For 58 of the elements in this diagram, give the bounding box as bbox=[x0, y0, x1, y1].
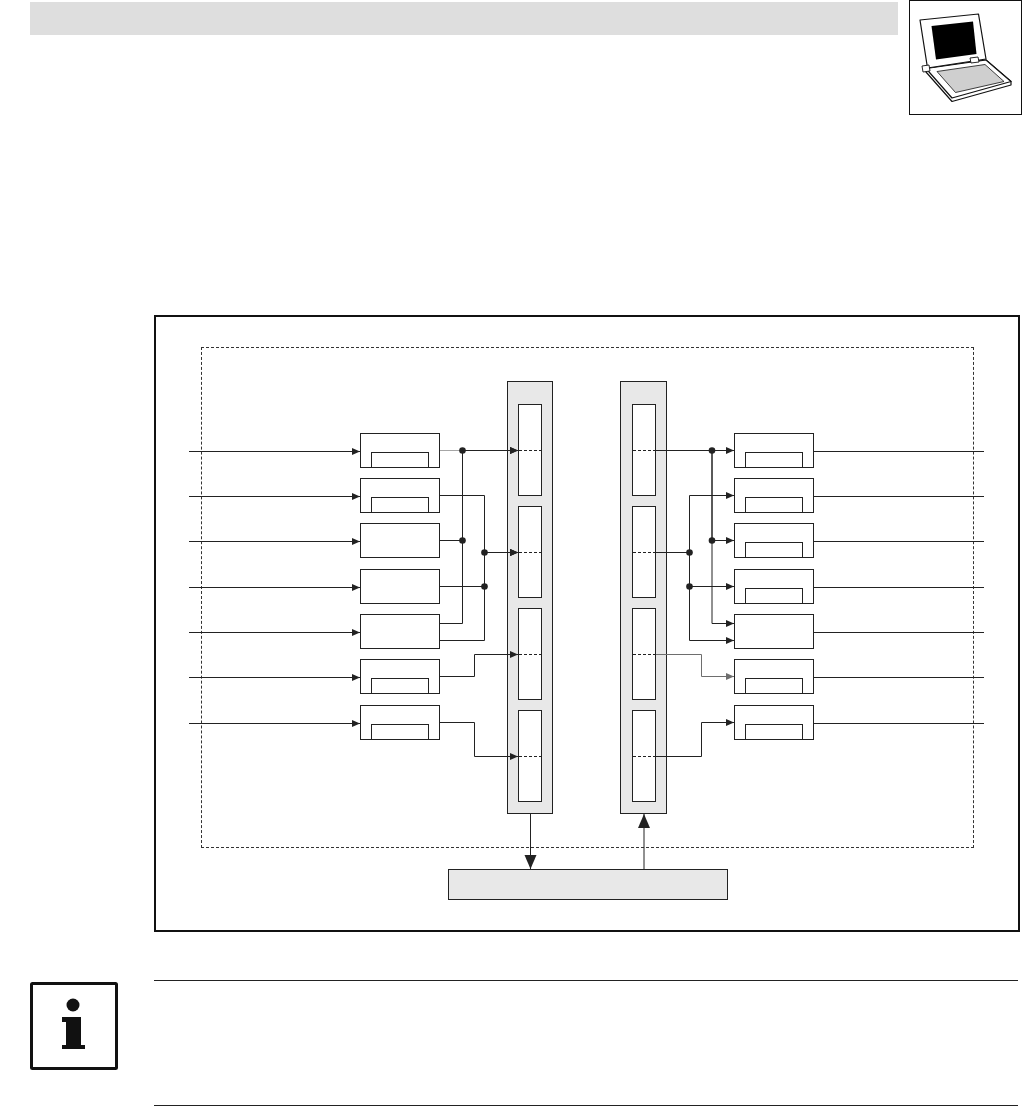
inner-block bbox=[745, 452, 803, 468]
function-block bbox=[360, 614, 440, 649]
arrow bbox=[188, 629, 361, 636]
arrow bbox=[439, 549, 519, 641]
vertical-bar bbox=[507, 381, 553, 814]
arrow bbox=[655, 719, 735, 757]
function-block bbox=[360, 433, 440, 468]
bar-slot bbox=[632, 506, 656, 598]
arrow bbox=[188, 584, 361, 591]
arrow bbox=[439, 447, 519, 624]
signal-line bbox=[813, 541, 985, 542]
inner-block bbox=[745, 724, 803, 740]
signal-line bbox=[813, 677, 985, 678]
signal-line bbox=[813, 632, 985, 633]
arrow bbox=[188, 493, 361, 500]
signal-line bbox=[813, 587, 985, 588]
signal-line bbox=[813, 723, 985, 724]
inner-block bbox=[745, 588, 803, 604]
function-block bbox=[734, 433, 814, 468]
inner-block bbox=[371, 724, 429, 740]
signal-line bbox=[813, 451, 985, 452]
bar-slot bbox=[518, 506, 542, 598]
inner-block bbox=[371, 497, 429, 513]
arrow bbox=[439, 722, 519, 760]
arrow bbox=[655, 654, 735, 680]
function-block bbox=[360, 705, 440, 740]
inner-block bbox=[745, 678, 803, 694]
arrow bbox=[188, 674, 361, 681]
bar-slot bbox=[518, 404, 542, 496]
arrow bbox=[188, 538, 361, 545]
arrow bbox=[188, 448, 361, 455]
inner-block bbox=[745, 542, 803, 558]
function-block bbox=[360, 523, 440, 558]
function-block bbox=[734, 523, 814, 558]
function-block bbox=[734, 478, 814, 513]
function-block bbox=[734, 614, 814, 649]
vertical-bar bbox=[620, 381, 667, 814]
inner-block bbox=[745, 497, 803, 513]
arrow bbox=[439, 651, 519, 677]
function-block bbox=[734, 705, 814, 740]
function-block bbox=[360, 659, 440, 694]
bar-slot bbox=[518, 608, 542, 700]
inner-block bbox=[371, 678, 429, 694]
bar-slot bbox=[632, 608, 656, 700]
arrow bbox=[638, 813, 650, 870]
function-block bbox=[360, 478, 440, 513]
bar-slot bbox=[632, 710, 656, 802]
bottom-bar bbox=[448, 869, 728, 900]
function-block bbox=[360, 569, 440, 604]
function-block bbox=[734, 659, 814, 694]
signal-line bbox=[813, 496, 985, 497]
bar-slot bbox=[632, 404, 656, 496]
function-block bbox=[734, 569, 814, 604]
bar-slot bbox=[518, 710, 542, 802]
arrow bbox=[524, 813, 537, 870]
inner-block bbox=[371, 452, 429, 468]
dashed-frame bbox=[201, 347, 974, 848]
arrow bbox=[188, 720, 361, 727]
